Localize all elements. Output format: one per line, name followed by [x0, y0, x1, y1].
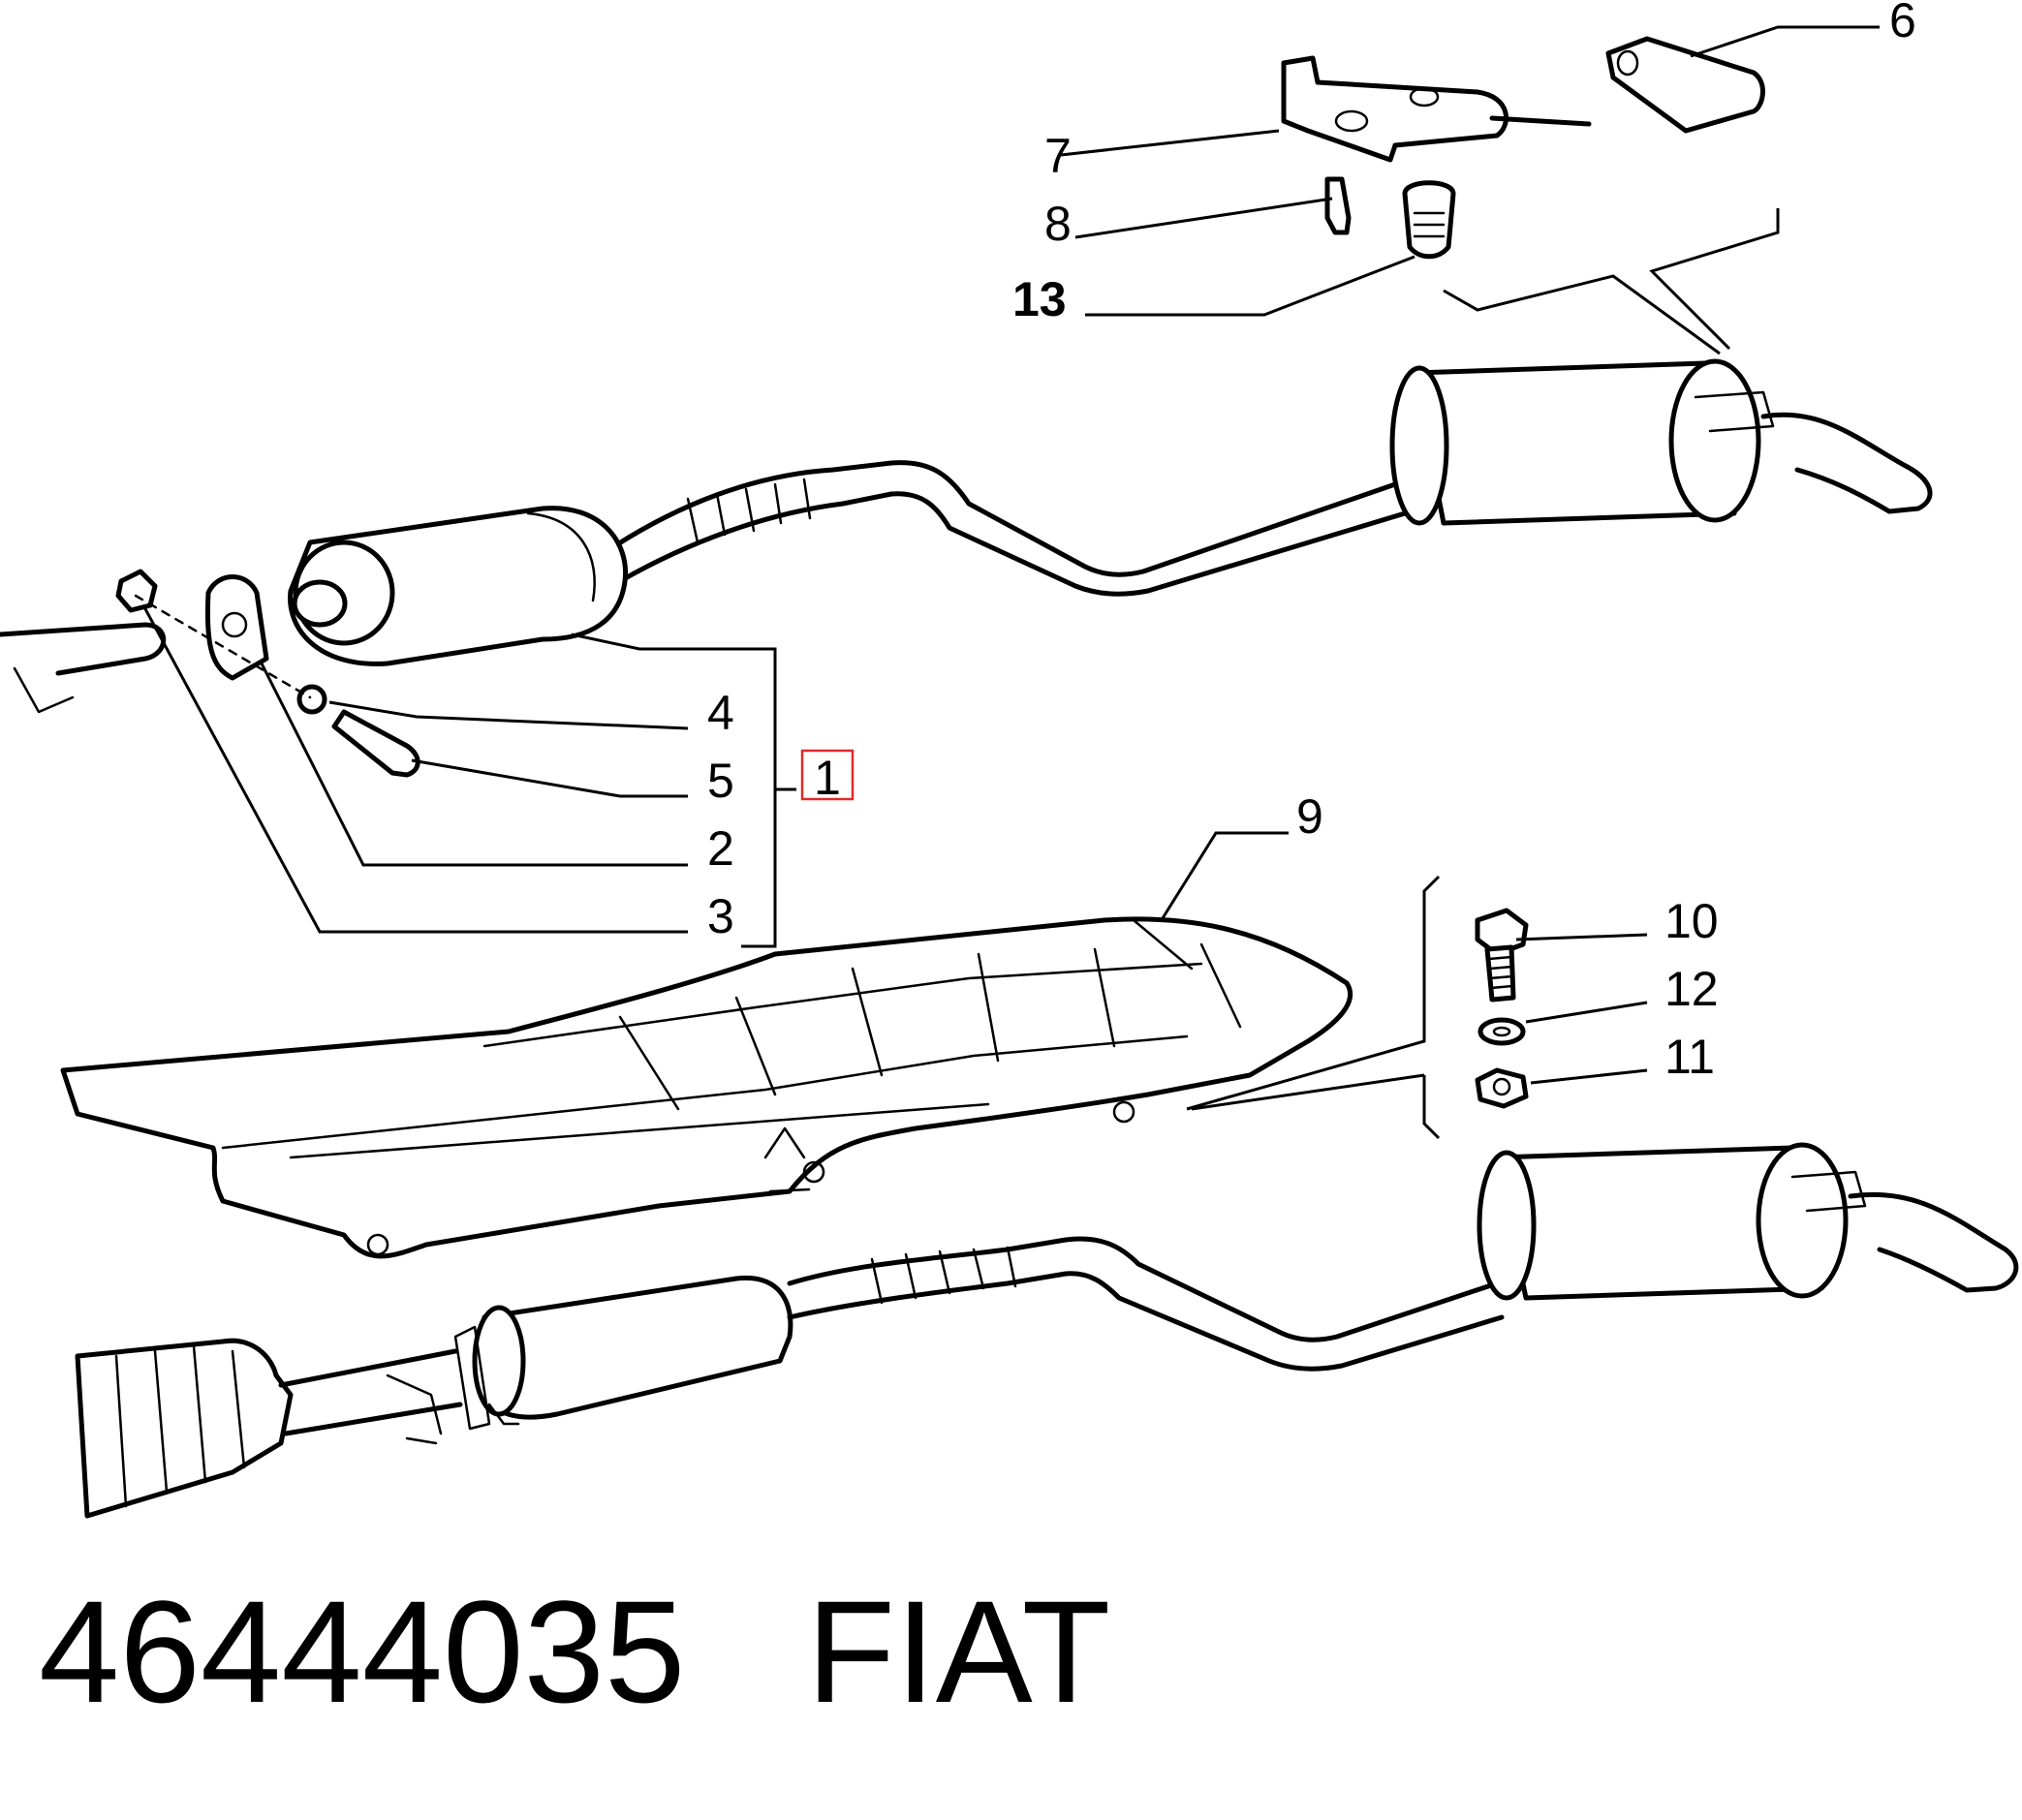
callout-6: 6 — [1889, 0, 1916, 47]
upper-exhaust-assembly — [0, 358, 1933, 714]
part-caption: 46444035 FIAT — [39, 1579, 1110, 1724]
callout-1: 1 — [814, 751, 841, 805]
callout-5: 5 — [707, 754, 734, 808]
callout-7: 7 — [1044, 129, 1072, 183]
bracket-part-2 — [204, 574, 269, 681]
brand-name: FIAT — [806, 1570, 1111, 1733]
callout-2: 2 — [707, 821, 734, 876]
callout-labels: 6 7 8 13 4 5 2 3 1 9 10 12 11 — [707, 0, 1916, 1084]
callout-8: 8 — [1044, 197, 1072, 251]
washer-part-12 — [1478, 1017, 1526, 1046]
shield-hardware — [1186, 875, 1529, 1140]
part-number: 46444035 — [39, 1570, 686, 1733]
washer-part-4 — [296, 684, 327, 715]
front-muffler — [288, 506, 629, 666]
bolt-part-10 — [1475, 908, 1529, 957]
rear-hanger-parts — [1281, 36, 1780, 355]
rear-muffler — [1389, 358, 1933, 526]
caption-gap — [685, 1570, 806, 1733]
leader-lines — [141, 25, 1880, 1085]
heat-shield-part-9 — [60, 916, 1353, 1259]
callout-12: 12 — [1664, 962, 1719, 1016]
bracket-part-7 — [1281, 55, 1509, 163]
callout-10: 10 — [1664, 894, 1719, 948]
rubber-mount-part-6 — [1605, 36, 1765, 134]
insert-part-13 — [1402, 180, 1456, 260]
bolt-part-8 — [1324, 176, 1352, 235]
lower-exhaust-assembly — [75, 1142, 2019, 1519]
callout-13: 13 — [1012, 272, 1067, 326]
callout-11: 11 — [1664, 1030, 1715, 1084]
bolt-part-5 — [331, 709, 420, 778]
mount-hardware — [115, 569, 420, 778]
callout-9: 9 — [1296, 789, 1323, 844]
callout-1-highlight — [800, 749, 855, 801]
nut-part-11 — [1475, 1067, 1529, 1109]
callout-3: 3 — [707, 889, 734, 943]
callout-4: 4 — [707, 686, 734, 740]
